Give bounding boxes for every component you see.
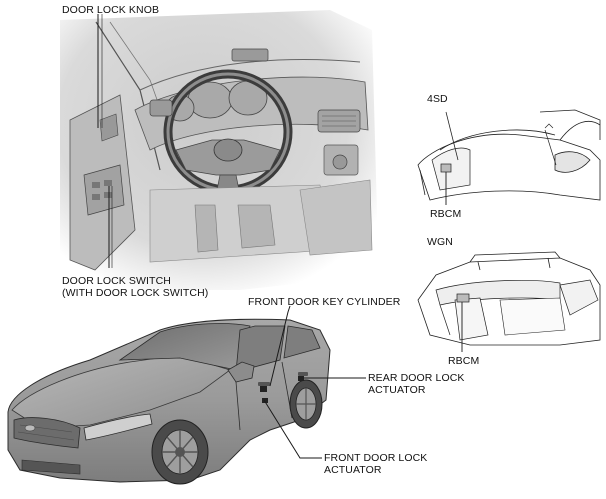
door-lock-switch-label: DOOR LOCK SWITCH (WITH DOOR LOCK SWITCH) [62, 275, 209, 299]
wagon-rbcm-label: RBCM [448, 355, 480, 367]
interior-dashboard-view [60, 10, 378, 290]
wagon-cargo-view [417, 251, 601, 352]
front-door-lock-actuator-label: FRONT DOOR LOCK ACTUATOR [324, 452, 428, 476]
exterior-leaders [263, 305, 366, 459]
front-door-key-cylinder-label: FRONT DOOR KEY CYLINDER [248, 296, 401, 308]
wagon-variant-tag: WGN [427, 236, 453, 248]
sedan-trunk-view [417, 109, 601, 205]
rear-door-lock-actuator-label: REAR DOOR LOCK ACTUATOR [368, 372, 465, 396]
sedan-rbcm-label: RBCM [430, 208, 462, 220]
interior-leaders [97, 14, 113, 268]
door-lock-knob-label: DOOR LOCK KNOB [62, 4, 160, 16]
car-exterior-view [7, 318, 331, 485]
sedan-variant-tag: 4SD [427, 93, 448, 105]
